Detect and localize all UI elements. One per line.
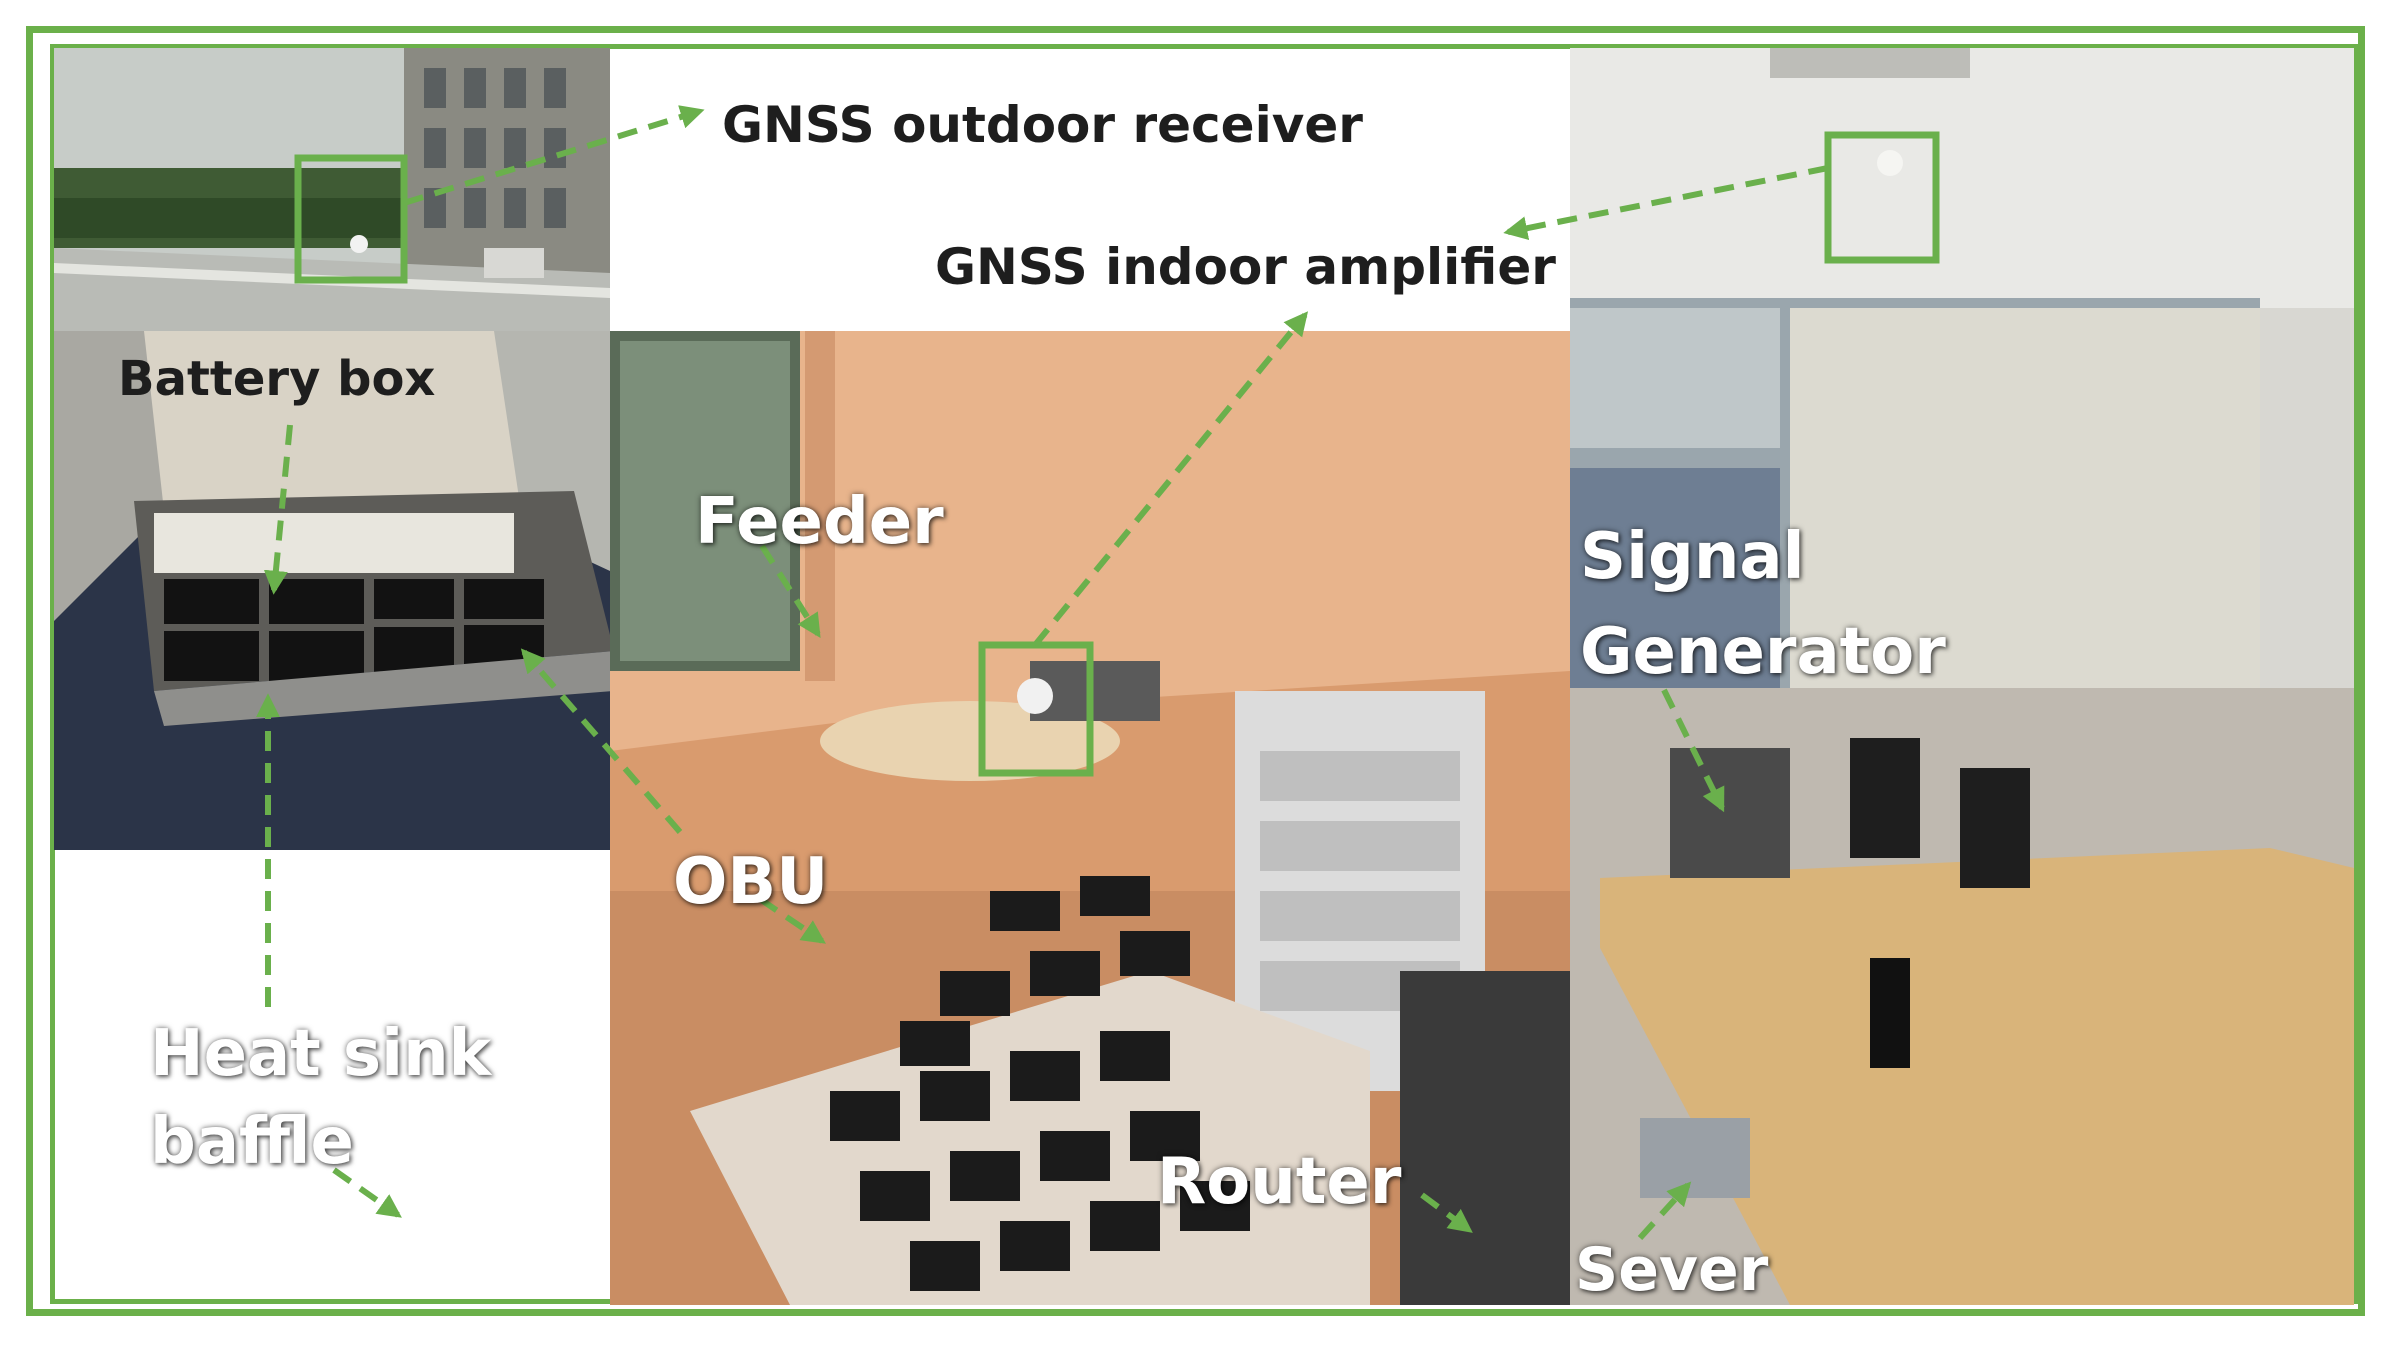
gnss-indoor-amplifier-label: GNSS indoor amplifier (935, 238, 1556, 296)
signal-generator-label-line2: Generator (1580, 615, 1946, 689)
rooftop-photo (54, 48, 610, 331)
heat-sink-baffle-label-line2: baffle (150, 1105, 354, 1179)
battery-box-photo (54, 331, 610, 850)
feeder-label: Feeder (695, 485, 944, 559)
obu-label: OBU (673, 845, 829, 919)
gnss-outdoor-receiver-label: GNSS outdoor receiver (722, 96, 1363, 154)
outer-frame (26, 26, 2365, 1316)
heat-sink-baffle-label-line1: Heat sink (150, 1017, 492, 1091)
sever-label: Sever (1575, 1235, 1769, 1305)
battery-box-label: Battery box (118, 351, 436, 407)
router-label: Router (1157, 1145, 1402, 1219)
obu-room-photo (610, 331, 1570, 1305)
signal-generator-label-line1: Signal (1580, 520, 1805, 594)
